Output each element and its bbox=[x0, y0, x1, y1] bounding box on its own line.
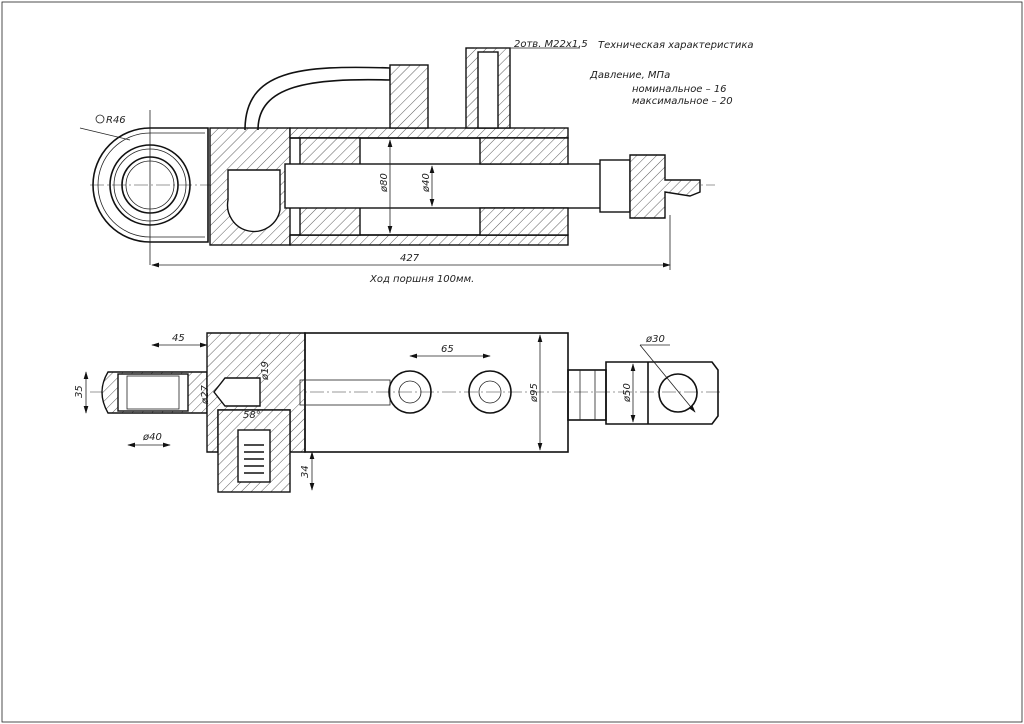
dim-rod-end-diameter: ø50 bbox=[622, 383, 633, 403]
dim-body-diameter: ø95 bbox=[529, 383, 540, 403]
spec-title: Техническая характеристика bbox=[598, 40, 754, 51]
pressure-maximum: максимальное – 20 bbox=[632, 96, 733, 107]
piston-rod bbox=[284, 163, 604, 209]
top-section-view: ø80 ø40 427 Ход поршня 100мм. R46 2отв. … bbox=[79, 39, 754, 285]
dim-port-d1: ø19 bbox=[260, 361, 271, 381]
rod-bottom bbox=[567, 369, 607, 421]
dim-overall-length: 427 bbox=[400, 253, 420, 264]
dim-offset: 45 bbox=[172, 333, 185, 344]
dim-angle: 58° bbox=[243, 410, 261, 421]
stroke-label: Ход поршня 100мм. bbox=[369, 274, 474, 285]
port-1 bbox=[389, 64, 429, 129]
gland bbox=[479, 137, 569, 165]
dim-hole-spacing: 65 bbox=[441, 344, 454, 355]
dim-port-d2: ø27 bbox=[200, 385, 211, 405]
bottom-view: 45 35 ø40 ø19 ø27 58° 34 65 ø95 ø50 ø30 bbox=[74, 332, 720, 493]
thread-note: 2отв. М22x1,5 bbox=[514, 39, 588, 50]
port-hole-2 bbox=[468, 370, 512, 414]
dim-eye-width: 35 bbox=[74, 385, 85, 398]
rod-eye-top bbox=[92, 127, 209, 243]
rod-end-top bbox=[629, 154, 701, 219]
cylinder-tube-top bbox=[289, 127, 569, 139]
piston bbox=[299, 137, 361, 167]
dim-eye-diameter: ø40 bbox=[142, 432, 162, 443]
rod-end-bottom bbox=[605, 361, 719, 425]
dim-valve-height: 34 bbox=[300, 465, 311, 478]
pressure-nominal: номинальное – 16 bbox=[632, 84, 727, 95]
dim-bore: ø80 bbox=[379, 173, 390, 193]
port-hole-1 bbox=[388, 370, 432, 414]
oil-pipe bbox=[244, 66, 391, 131]
dim-radius: R46 bbox=[106, 115, 126, 126]
pin-hole bbox=[658, 373, 698, 413]
pressure-label: Давление, МПа bbox=[589, 70, 670, 81]
dim-pin-diameter: ø30 bbox=[645, 334, 665, 345]
dim-rod: ø40 bbox=[421, 173, 432, 193]
